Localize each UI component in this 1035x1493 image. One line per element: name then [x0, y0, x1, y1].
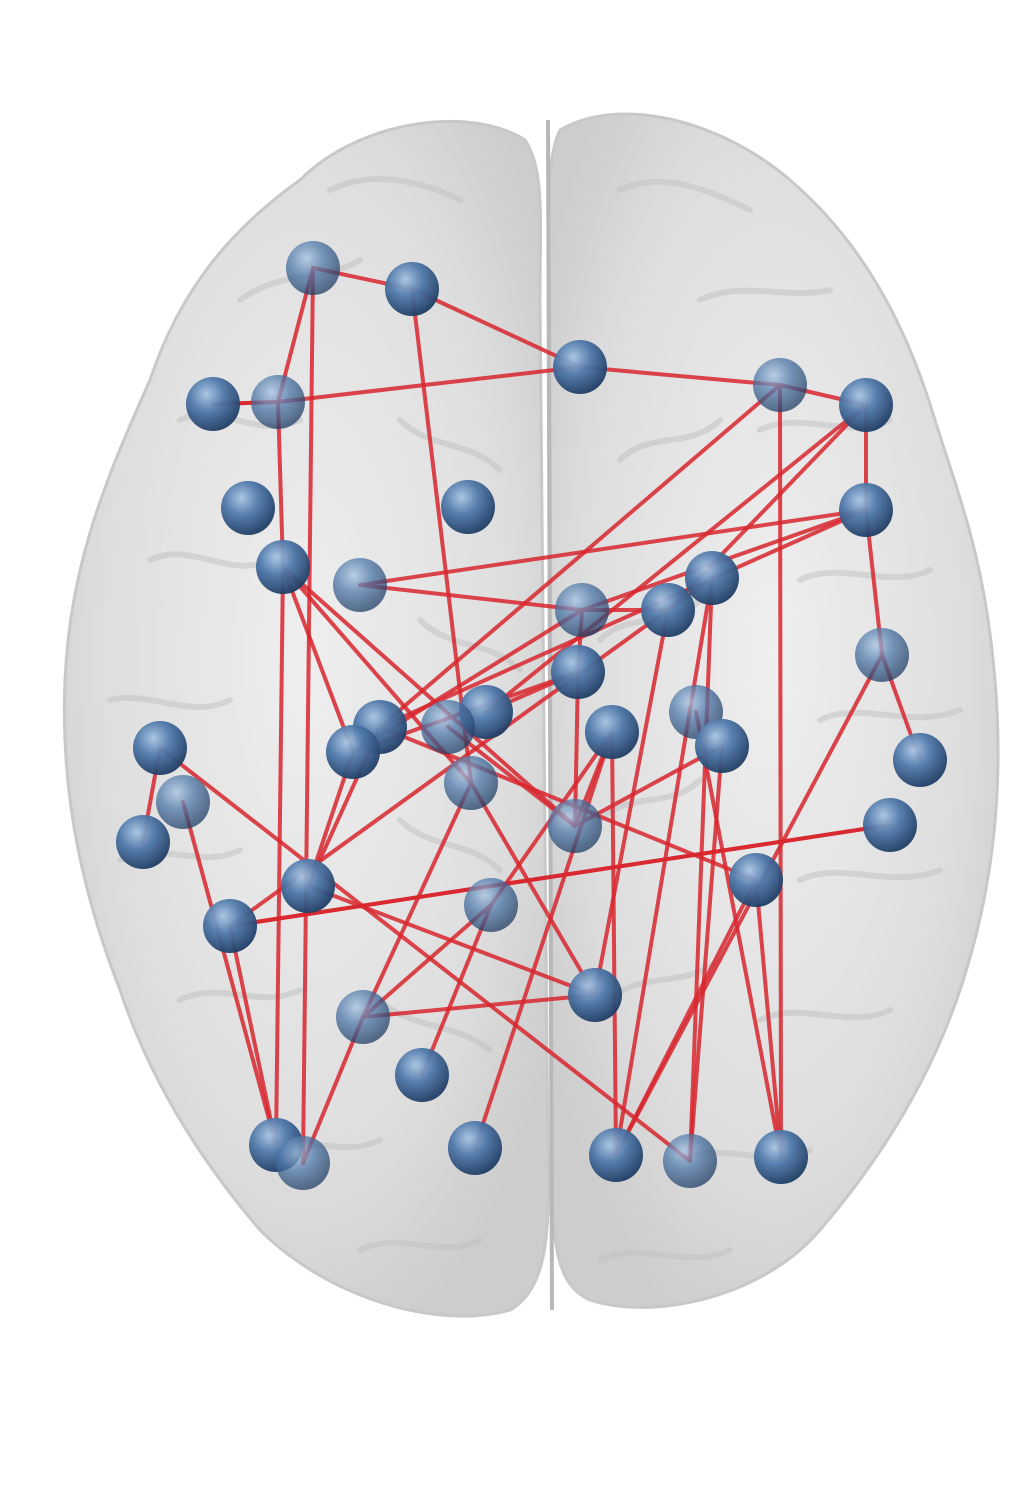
gyrus-fold	[397, 417, 503, 473]
connection-edge	[573, 744, 724, 828]
connection-edge	[274, 565, 285, 1147]
gyrus-fold	[697, 287, 833, 303]
connection-edge	[361, 903, 493, 1019]
brain-node	[221, 481, 275, 535]
connection-edge	[688, 576, 714, 1163]
connection-edge	[378, 383, 782, 729]
brain-node	[754, 1130, 808, 1184]
brain-node	[256, 540, 310, 594]
gyrus-fold	[107, 694, 233, 711]
brain-node	[855, 628, 909, 682]
brain-node	[863, 798, 917, 852]
connection-edge	[361, 781, 473, 1019]
brain-node	[641, 583, 695, 637]
gyrus-fold	[597, 777, 703, 823]
connection-edge	[361, 993, 597, 1019]
brain-node	[555, 583, 609, 637]
brain-node	[695, 719, 749, 773]
gyrus-fold	[357, 1237, 483, 1253]
brain-node	[336, 990, 390, 1044]
brain-node	[753, 358, 807, 412]
brain-node	[133, 721, 187, 775]
connection-edge	[228, 823, 892, 928]
brain-node	[551, 645, 605, 699]
gyrus-fold	[397, 817, 503, 873]
gyrus-fold	[597, 1247, 733, 1263]
brain-node	[893, 733, 947, 787]
gyrus-fold	[817, 707, 963, 723]
brain-node	[251, 375, 305, 429]
brain-node	[568, 968, 622, 1022]
brain-node	[116, 815, 170, 869]
brain-node	[729, 853, 783, 907]
connection-edge	[276, 400, 285, 569]
brain-node	[663, 1134, 717, 1188]
brain-node	[281, 859, 335, 913]
brain-node	[464, 878, 518, 932]
connection-edge	[158, 746, 692, 1163]
brain-node	[589, 1128, 643, 1182]
connection-edge	[484, 403, 868, 714]
connection-edge	[420, 903, 493, 1077]
brain-node	[186, 377, 240, 431]
brain-surface	[62, 112, 1000, 1318]
connection-edge	[378, 508, 868, 729]
connection-edge	[754, 878, 783, 1159]
brain-node	[441, 480, 495, 534]
gyrus-fold	[377, 997, 493, 1053]
brain-node	[448, 1121, 502, 1175]
connection-edge	[614, 576, 714, 1157]
brain-node	[333, 558, 387, 612]
connection-edge	[358, 583, 584, 612]
brain-node	[548, 799, 602, 853]
brain-node	[421, 700, 475, 754]
connection-edge	[593, 608, 670, 997]
connection-edge	[181, 800, 278, 1147]
connection-edge	[281, 565, 355, 754]
brain-node	[156, 775, 210, 829]
connection-edge	[688, 744, 724, 1163]
brain-node	[203, 899, 257, 953]
connection-edge	[694, 710, 783, 1159]
brain-node	[276, 1136, 330, 1190]
connection-edge	[578, 365, 782, 387]
gyrus-fold	[327, 176, 463, 203]
longitudinal-fissure	[546, 119, 554, 1311]
gyrus-fold	[797, 567, 933, 583]
connection-edge	[778, 383, 783, 1159]
gyrus-fold	[417, 617, 523, 673]
gyrus-fold	[757, 1007, 893, 1023]
gyrus-fold	[617, 178, 753, 213]
brain-node	[395, 1048, 449, 1102]
brain-node	[553, 340, 607, 394]
brain-node	[385, 262, 439, 316]
gyrus-fold	[617, 417, 723, 463]
connection-edge	[610, 730, 618, 1157]
brain-node	[839, 378, 893, 432]
brain-node	[585, 705, 639, 759]
connection-edge	[473, 730, 614, 1150]
gyrus-fold	[797, 867, 943, 883]
brain-node	[839, 483, 893, 537]
brain-node	[326, 725, 380, 779]
connection-edge	[410, 287, 473, 785]
gyrus-fold	[177, 987, 303, 1003]
connection-edge	[469, 781, 597, 997]
connection-edge	[281, 565, 577, 828]
connection-edge	[228, 924, 278, 1147]
connection-edge	[276, 365, 582, 404]
brain-node	[286, 241, 340, 295]
brain-node	[444, 756, 498, 810]
connection-edge	[410, 287, 582, 369]
connection-edge	[301, 266, 315, 1165]
brain-node	[685, 551, 739, 605]
nodes-layer	[116, 241, 947, 1190]
